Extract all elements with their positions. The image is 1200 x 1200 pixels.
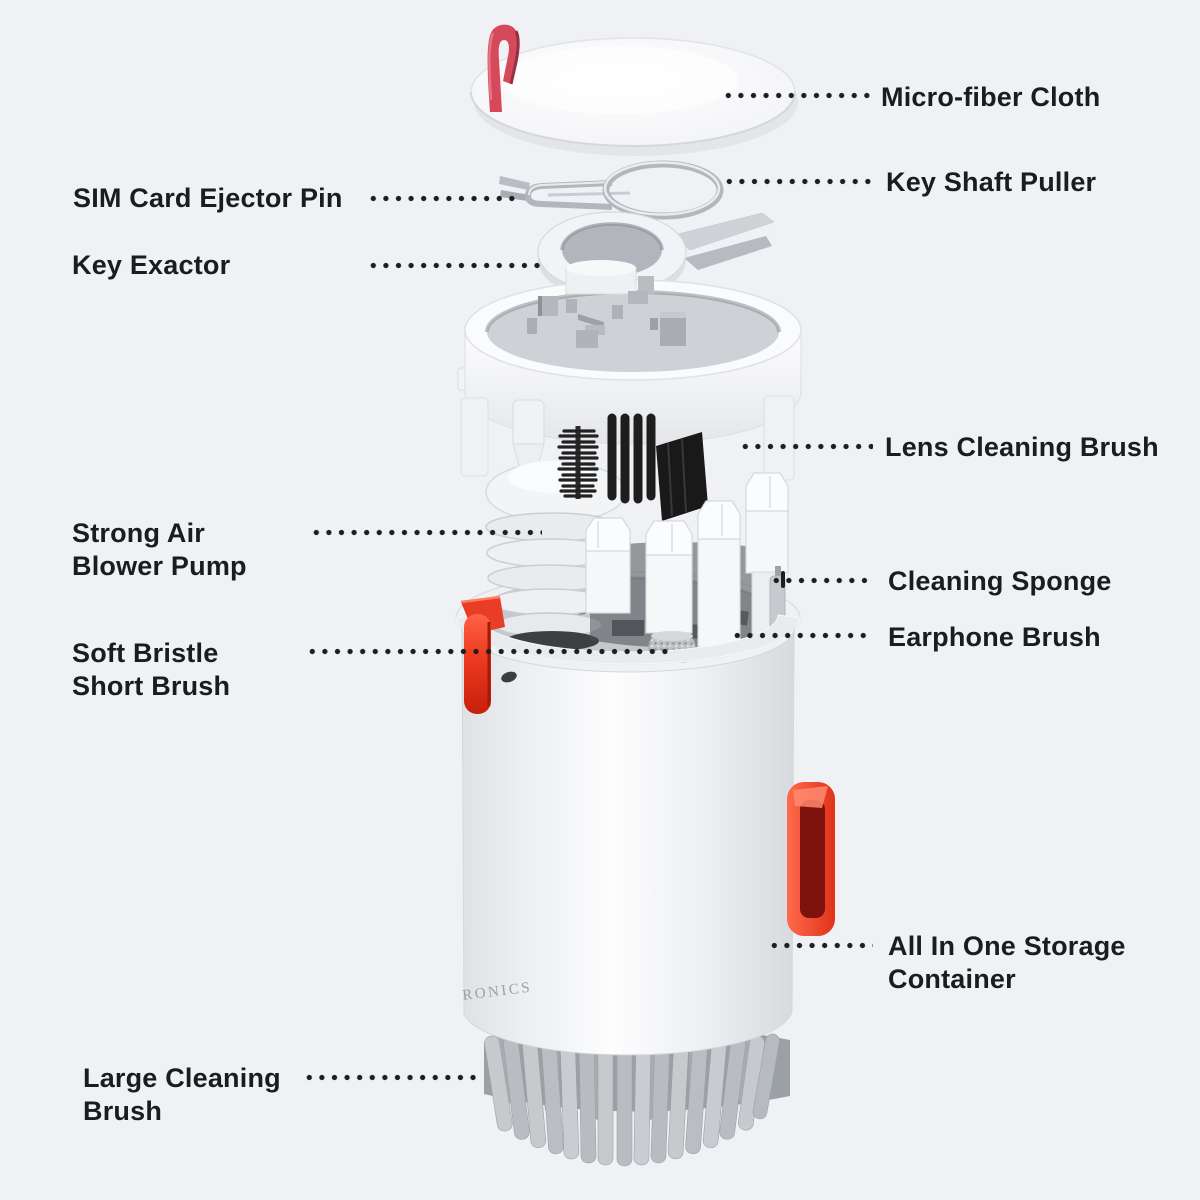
leader-key-shaft-puller [723, 178, 872, 185]
leader-all-in-one-storage-container [768, 942, 873, 949]
label-sim-card-ejector-pin: SIM Card Ejector Pin [73, 183, 343, 213]
under-lid-pillars [460, 395, 795, 491]
lid-tray [457, 260, 802, 445]
label-key-exactor: Key Exactor [72, 250, 231, 280]
label-large-cleaning-brush: Large Cleaning Brush [83, 1063, 281, 1126]
label-all-in-one-storage-container: All In One Storage Container [888, 931, 1126, 994]
short-brush-block [656, 432, 708, 521]
soft-bristle-brush-tines [607, 413, 656, 504]
key-exactor-tool [537, 211, 775, 300]
leader-tick-cleaning-sponge [781, 571, 785, 588]
label-micro-fiber-cloth: Micro-fiber Cloth [881, 82, 1101, 112]
storage-container-body: RONICS [461, 627, 795, 1056]
leader-cleaning-sponge [770, 577, 873, 584]
product-illustration: RONICS [455, 24, 835, 1167]
leader-strong-air-blower-pump [310, 529, 542, 536]
leader-key-exactor [367, 262, 547, 269]
leader-large-cleaning-brush [303, 1074, 483, 1081]
sim-pin-clip [487, 24, 520, 113]
label-cleaning-sponge: Cleaning Sponge [888, 566, 1112, 596]
label-lens-cleaning-brush: Lens Cleaning Brush [885, 432, 1159, 462]
label-strong-air-blower-pump: Strong Air Blower Pump [72, 518, 247, 581]
leader-sim-card-ejector-pin [367, 195, 519, 202]
lens-cleaning-brush-spiral [557, 426, 599, 499]
label-earphone-brush: Earphone Brush [888, 622, 1101, 652]
key-shaft-puller-tool [499, 160, 724, 220]
leader-lens-cleaning-brush [739, 443, 873, 450]
label-soft-bristle-short-brush: Soft Bristle Short Brush [72, 638, 231, 701]
leader-micro-fiber-cloth [722, 92, 873, 99]
label-key-shaft-puller: Key Shaft Puller [886, 167, 1097, 197]
leader-earphone-brush [731, 632, 872, 639]
leader-soft-bristle-short-brush [306, 648, 675, 655]
tool-pens [585, 472, 789, 648]
right-red-latch [787, 782, 835, 936]
micro-fiber-cloth-disc [470, 37, 798, 156]
left-red-latch [460, 595, 505, 714]
